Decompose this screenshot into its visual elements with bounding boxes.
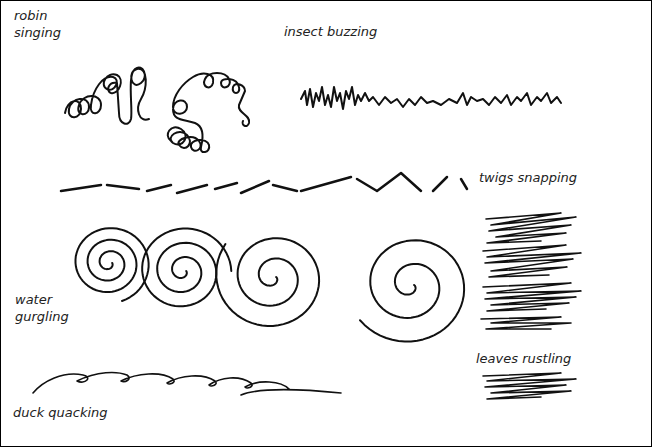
water-spirals (76, 228, 465, 341)
water-spiral (360, 240, 464, 341)
water-spiral (142, 229, 231, 307)
twig-dashes (61, 173, 467, 193)
water-spiral (76, 228, 149, 301)
robin-scribble (65, 68, 149, 124)
water-spiral (216, 238, 319, 326)
sound-label: leaves rustling (476, 350, 646, 367)
robin-scribble (168, 73, 249, 152)
sound-label: water gurgling (15, 291, 85, 325)
duck-waves (33, 373, 341, 395)
sound-label: duck quacking (13, 404, 183, 421)
sound-label: robin singing (14, 7, 74, 41)
sound-label: twigs snapping (479, 169, 639, 186)
leaf-scribbles (481, 213, 581, 399)
insect-zigzag (301, 87, 561, 109)
sound-label: insect buzzing (284, 23, 444, 40)
